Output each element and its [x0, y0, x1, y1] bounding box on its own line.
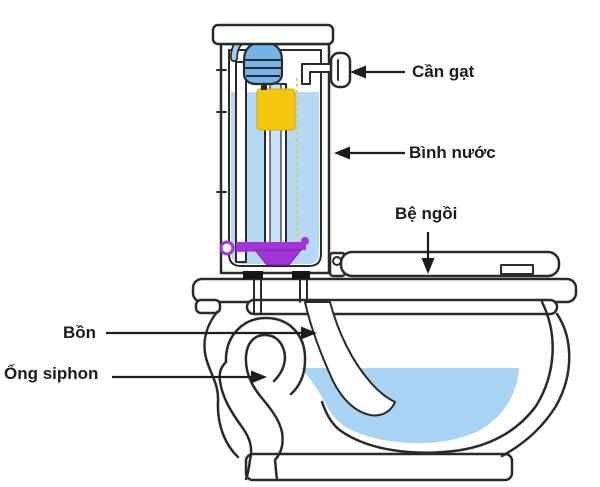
flush-lever — [301, 51, 352, 89]
bowl-arrow — [106, 326, 317, 340]
label-tank: Bình nước — [409, 143, 496, 162]
label-bowl: Bồn — [63, 323, 97, 342]
label-lever: Cần gạt — [412, 62, 475, 81]
bowl-deck — [191, 277, 578, 316]
seat-bumper — [500, 264, 534, 275]
label-seat: Bệ ngồi — [395, 204, 458, 223]
water-tank — [211, 23, 352, 279]
siphon-trap — [218, 316, 307, 481]
annotation-arrows — [106, 65, 435, 384]
tank-arrow — [334, 146, 405, 160]
label-siphon: Ống siphon — [4, 364, 99, 383]
seat-arrow — [421, 232, 435, 274]
toilet-seat — [328, 250, 561, 278]
tank-gasket-left — [243, 271, 263, 279]
flush-handle — [329, 51, 352, 89]
siphon-arrow — [112, 370, 267, 384]
flapper-valve — [219, 237, 309, 266]
lever-arrow — [350, 65, 405, 79]
tank-gasket-right — [292, 271, 310, 279]
tank-lid — [211, 23, 335, 46]
flush-channel — [304, 301, 396, 417]
bowl-outline — [203, 310, 571, 459]
seat-hinge-bolt — [332, 256, 342, 266]
fill-valve-shaft — [235, 61, 247, 263]
bowl-base — [244, 452, 514, 482]
tank-wall-ticks — [216, 69, 227, 193]
bowl-inner-wall — [320, 300, 554, 454]
float — [256, 88, 296, 131]
